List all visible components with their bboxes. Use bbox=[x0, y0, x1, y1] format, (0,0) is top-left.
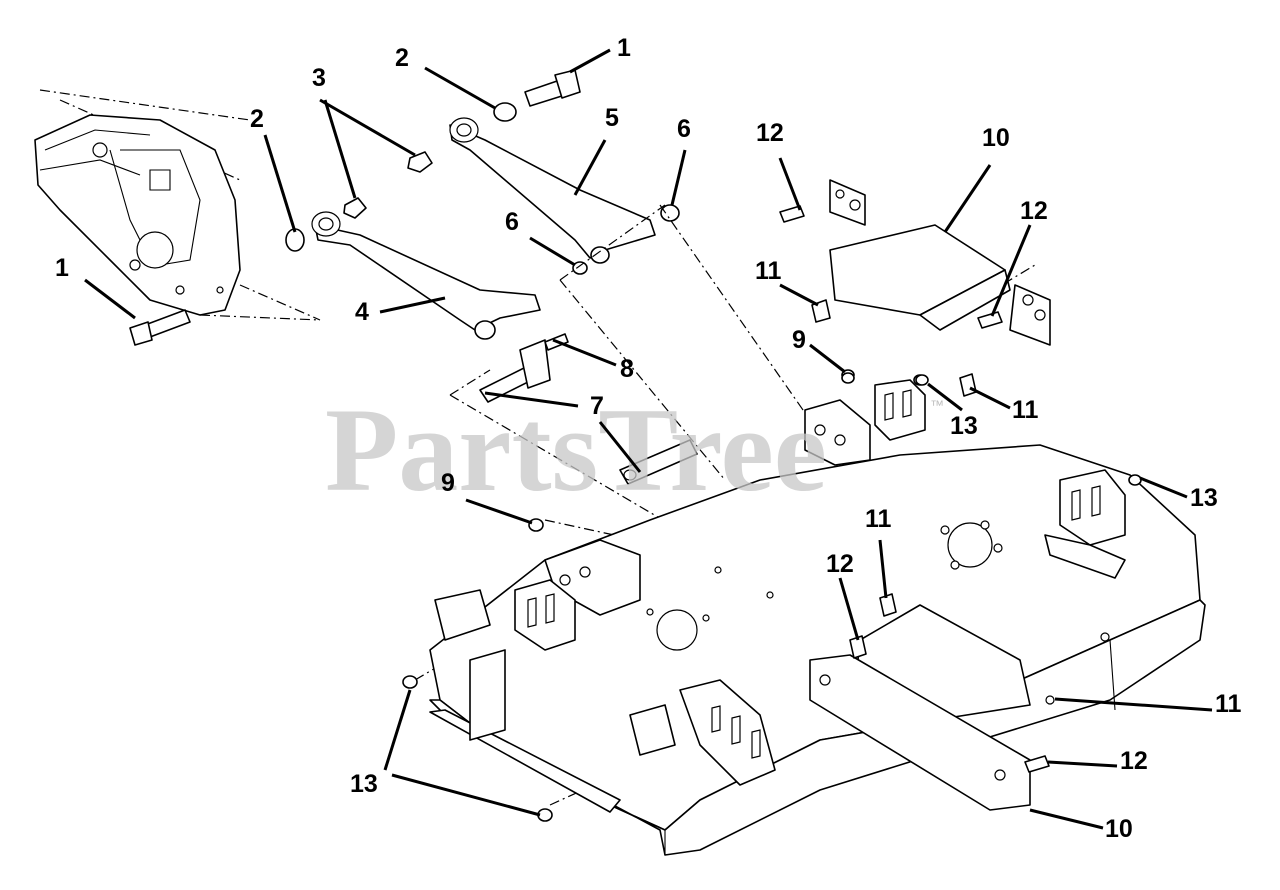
callout-13-right: 13 bbox=[1190, 484, 1218, 512]
callout-11-deck: 11 bbox=[865, 505, 892, 533]
mower-deck bbox=[429, 444, 1206, 856]
leader-lines bbox=[84, 48, 1213, 830]
callout-10-upper: 10 bbox=[982, 124, 1010, 152]
callout-9-lower: 9 bbox=[441, 469, 455, 497]
callout-11-right: 11 bbox=[1012, 396, 1039, 424]
belt-shield-lower bbox=[809, 593, 1055, 811]
rear-center-bracket bbox=[629, 679, 776, 786]
lift-arm-4 bbox=[311, 211, 541, 340]
callout-labels: 1 1 2 2 3 4 5 6 6 7 8 9 9 10 10 11 11 11… bbox=[55, 34, 1242, 843]
flange-nuts bbox=[402, 372, 1142, 822]
callout-9-upper: 9 bbox=[792, 326, 806, 354]
callout-10-lower: 10 bbox=[1105, 815, 1133, 843]
bushings-6 bbox=[572, 204, 680, 275]
tractor-frame bbox=[34, 89, 321, 321]
callout-4: 4 bbox=[355, 298, 369, 326]
belt-shield-upper bbox=[779, 179, 1051, 397]
front-hanger-bracket bbox=[804, 369, 927, 466]
callout-12-lower-right: 12 bbox=[1120, 747, 1148, 775]
callout-3: 3 bbox=[312, 64, 326, 92]
lift-arm-5 bbox=[449, 117, 656, 264]
callout-11-upper: 11 bbox=[755, 257, 782, 285]
callout-12-deck: 12 bbox=[826, 550, 854, 578]
watermark-trademark: ™ bbox=[930, 397, 944, 413]
callout-2-top: 2 bbox=[395, 44, 409, 72]
pin-7 bbox=[479, 339, 698, 485]
callout-12-upper-left: 12 bbox=[756, 119, 784, 147]
callout-13-bracket: 13 bbox=[950, 412, 978, 440]
callout-6-lower: 6 bbox=[505, 208, 519, 236]
callout-13-lower-left: 13 bbox=[350, 770, 378, 798]
callout-5: 5 bbox=[605, 104, 619, 132]
callout-12-upper-right: 12 bbox=[1020, 197, 1048, 225]
watermark-text: PartsTree bbox=[325, 383, 827, 516]
callout-1-top: 1 bbox=[617, 34, 631, 62]
rear-left-bracket bbox=[434, 539, 641, 651]
front-right-bracket bbox=[1044, 469, 1126, 579]
callout-6-upper: 6 bbox=[677, 115, 691, 143]
callout-11-lower-right: 11 bbox=[1215, 690, 1242, 718]
callout-7: 7 bbox=[590, 392, 604, 420]
callout-2-left: 2 bbox=[250, 105, 264, 133]
callout-8: 8 bbox=[620, 355, 634, 383]
hardware-1-2-3 bbox=[129, 69, 581, 346]
callout-1-left: 1 bbox=[55, 254, 69, 282]
